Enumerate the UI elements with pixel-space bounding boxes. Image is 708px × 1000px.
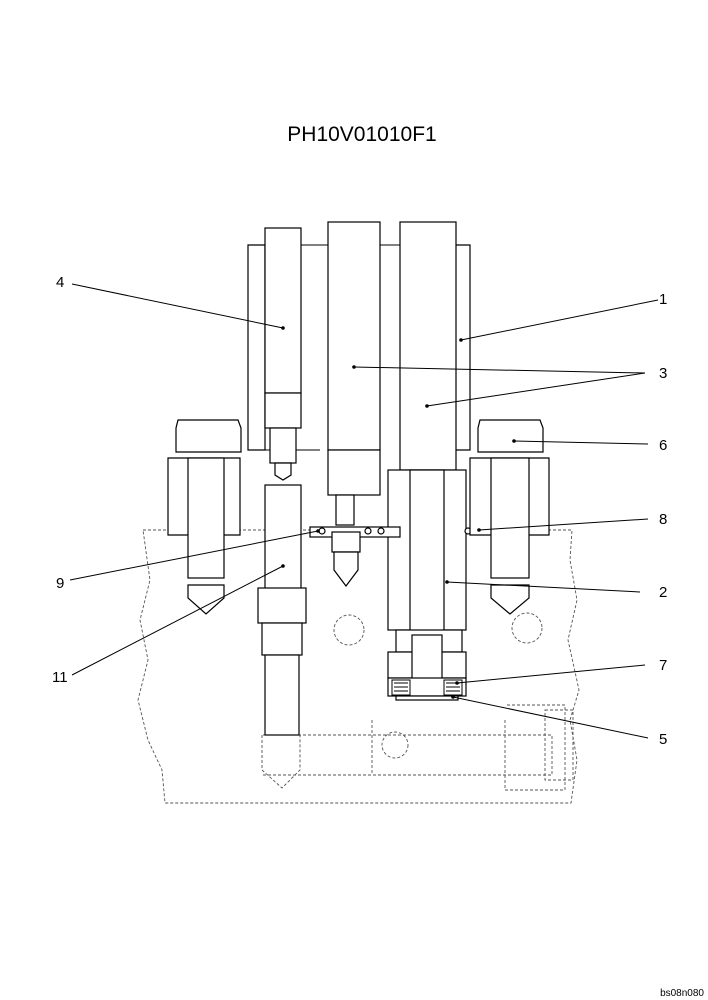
cartridge-part-3-right <box>399 221 457 471</box>
callout-6: 6 <box>659 437 667 454</box>
valve-body-outline <box>137 529 580 804</box>
plug-part-4 <box>264 227 302 591</box>
spool-part-2 <box>387 469 467 701</box>
callout-4: 4 <box>56 274 64 291</box>
cap-screw-part-6 <box>469 419 550 615</box>
diagram-title: PH10V01010F1 <box>287 123 436 146</box>
seal-band <box>309 526 472 587</box>
cap-screw-left <box>167 419 242 615</box>
leader-lines <box>69 283 659 739</box>
callout-8: 8 <box>659 511 667 528</box>
drawing-reference: bs08n080 <box>660 988 704 999</box>
callout-2: 2 <box>659 584 667 601</box>
callout-9: 9 <box>56 575 64 592</box>
callout-5: 5 <box>659 731 667 748</box>
callout-3: 3 <box>659 365 667 382</box>
callout-1: 1 <box>659 291 667 308</box>
cartridge-part-3-left <box>327 221 381 526</box>
adapter-part-11 <box>257 587 307 736</box>
callout-11: 11 <box>52 669 68 686</box>
callout-labels: 1 2 3 4 5 6 7 8 9 11 <box>52 274 667 748</box>
callout-7: 7 <box>659 657 667 674</box>
